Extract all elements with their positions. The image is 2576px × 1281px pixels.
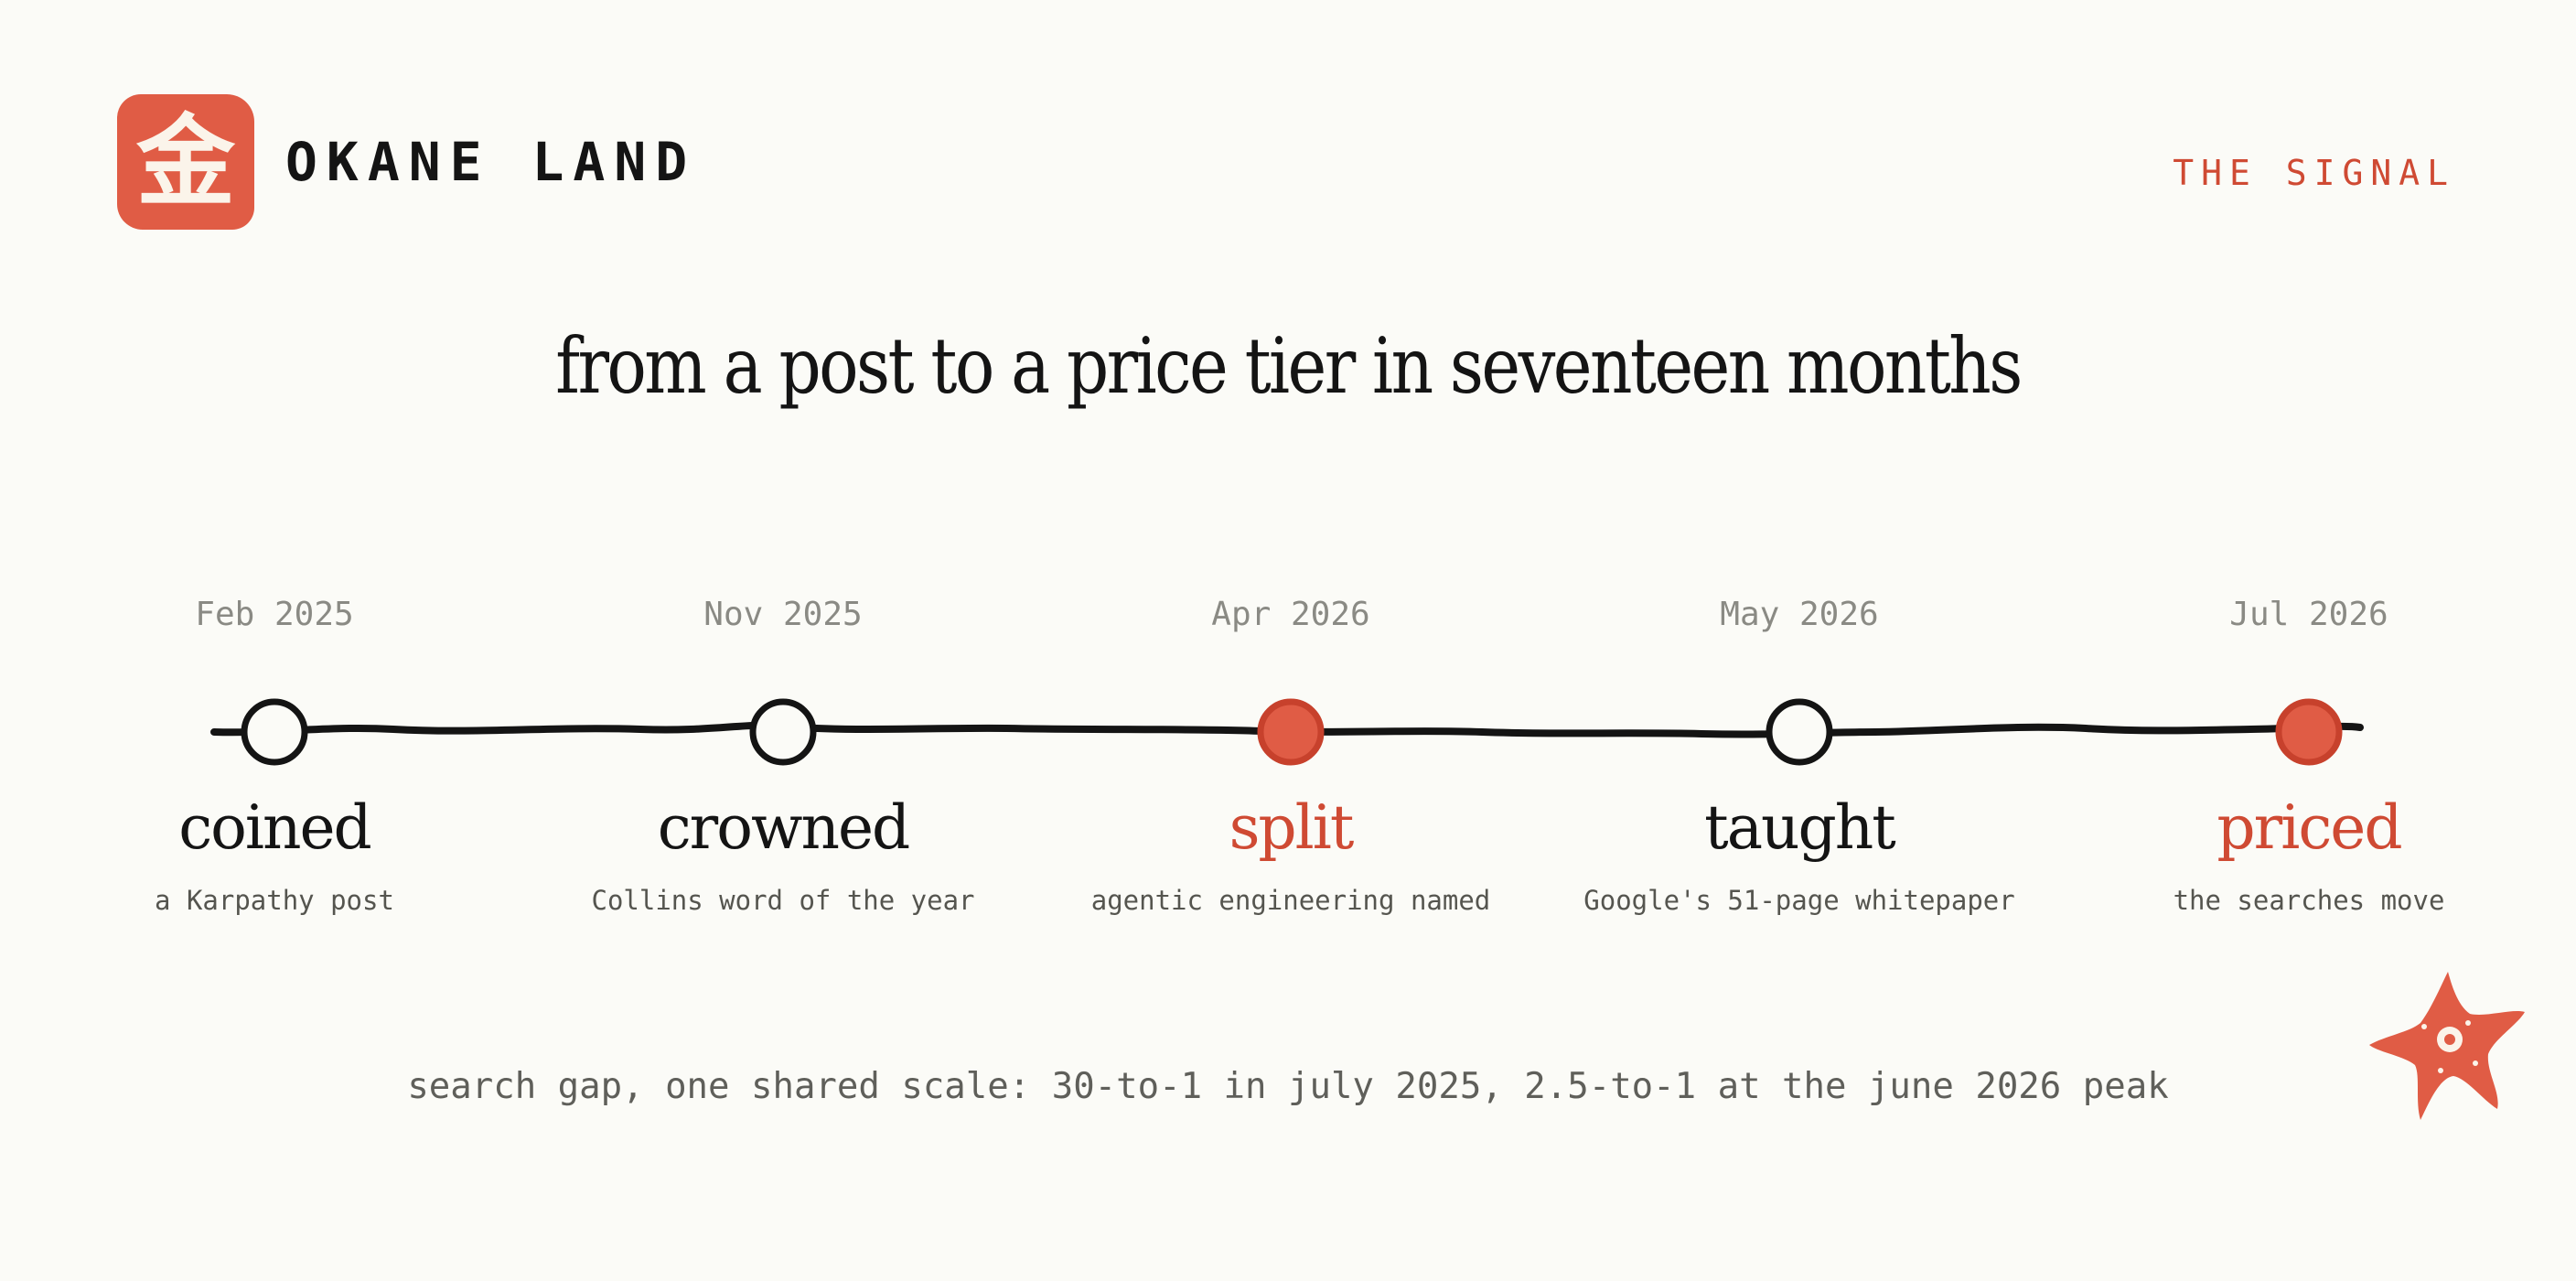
event-word: priced — [2216, 792, 2402, 863]
brand-name: OKANE LAND — [285, 131, 697, 193]
event-description: the searches move — [2173, 885, 2445, 916]
event-description: agentic engineering named — [1090, 885, 1491, 916]
star-creature-icon — [2369, 972, 2525, 1120]
event-word: crowned — [657, 792, 911, 863]
footnote: search gap, one shared scale: 30-to-1 in… — [407, 1066, 2169, 1107]
timeline-node-4 — [1766, 698, 1833, 766]
timeline-node-2 — [749, 698, 817, 766]
event-date: Feb 2025 — [195, 596, 354, 633]
event-date: May 2026 — [1720, 596, 1879, 633]
logo-glyph: 金 — [135, 104, 235, 220]
event-date: Jul 2026 — [2229, 596, 2388, 633]
event-description: a Karpathy post — [155, 885, 394, 916]
event-description: Google's 51-page whitepaper — [1583, 885, 2015, 916]
timeline-node-1 — [241, 698, 308, 766]
timeline-node-3 — [1257, 698, 1325, 766]
timeline-line — [210, 721, 2364, 738]
timeline-node-5 — [2275, 698, 2343, 766]
event-word: taught — [1704, 792, 1896, 863]
headline: from a post to a price tier in seventeen… — [555, 321, 2023, 411]
event-word: split — [1229, 792, 1355, 863]
event-description: Collins word of the year — [591, 885, 975, 916]
brand-logo-icon: 金 — [117, 94, 254, 230]
event-date: Apr 2026 — [1211, 596, 1370, 633]
section-label: THE SIGNAL — [2173, 153, 2455, 193]
event-word: coined — [178, 792, 372, 863]
event-date: Nov 2025 — [703, 596, 863, 633]
